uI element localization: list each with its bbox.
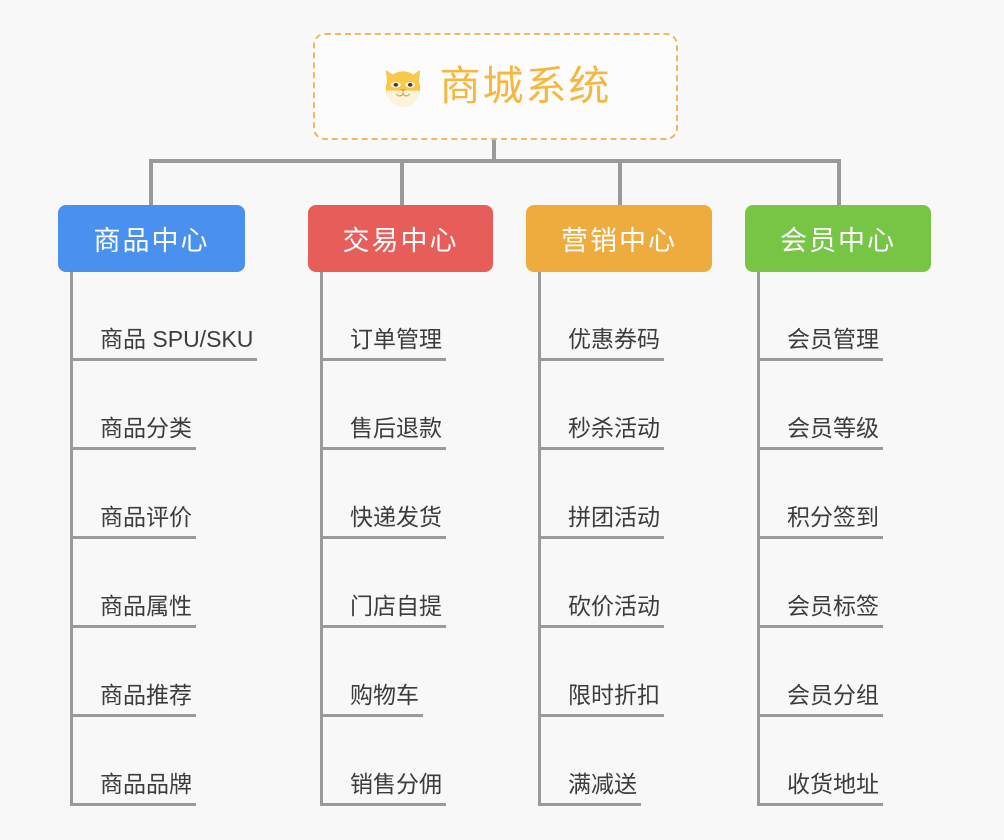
branch-trunk-2: [320, 272, 323, 806]
leaf-label: 商品评价: [70, 504, 196, 539]
branch-trunk-4: [757, 272, 760, 806]
leaf-label: 优惠券码: [538, 326, 664, 361]
leaf-label: 满减送: [538, 771, 641, 806]
root-node[interactable]: 商城系统: [313, 33, 678, 140]
leaf-label: 购物车: [320, 682, 423, 717]
connector-horizontal-bus: [149, 159, 841, 163]
leaf-list-4: 会员管理 会员等级 积分签到 会员标签 会员分组 收货地址: [757, 272, 883, 806]
branch-header-2[interactable]: 交易中心: [308, 205, 493, 272]
leaf-label: 秒杀活动: [538, 415, 664, 450]
leaf-label: 拼团活动: [538, 504, 664, 539]
connector-drop-2: [400, 159, 404, 205]
leaf-label: 会员管理: [757, 326, 883, 361]
leaf-list-2: 订单管理 售后退款 快递发货 门店自提 购物车 销售分佣: [320, 272, 446, 806]
branch-trunk-3: [538, 272, 541, 806]
list-item[interactable]: 积分签到: [757, 450, 883, 539]
list-item[interactable]: 商品品牌: [70, 717, 257, 806]
leaf-label: 限时折扣: [538, 682, 664, 717]
list-item[interactable]: 商品属性: [70, 539, 257, 628]
leaf-label: 会员等级: [757, 415, 883, 450]
list-item[interactable]: 购物车: [320, 628, 446, 717]
list-item[interactable]: 快递发货: [320, 450, 446, 539]
branch-header-4[interactable]: 会员中心: [745, 205, 931, 272]
branch-header-label-1: 商品中心: [93, 226, 210, 256]
list-item[interactable]: 收货地址: [757, 717, 883, 806]
leaf-label: 会员标签: [757, 593, 883, 628]
list-item[interactable]: 销售分佣: [320, 717, 446, 806]
leaf-label: 售后退款: [320, 415, 446, 450]
list-item[interactable]: 订单管理: [320, 272, 446, 361]
leaf-label: 商品分类: [70, 415, 196, 450]
list-item[interactable]: 砍价活动: [538, 539, 664, 628]
leaf-list-1: 商品 SPU/SKU 商品分类 商品评价 商品属性 商品推荐 商品品牌: [70, 272, 258, 806]
list-item[interactable]: 会员管理: [757, 272, 883, 361]
leaf-label: 会员分组: [757, 682, 883, 717]
leaf-label: 积分签到: [757, 504, 883, 539]
list-item[interactable]: 限时折扣: [538, 628, 664, 717]
list-item[interactable]: 会员等级: [757, 361, 883, 450]
branch-header-label-3: 营销中心: [561, 226, 677, 256]
branch-header-3[interactable]: 营销中心: [526, 205, 712, 272]
connector-drop-1: [149, 159, 153, 205]
list-item[interactable]: 满减送: [538, 717, 664, 806]
leaf-label: 订单管理: [320, 326, 446, 361]
branch-header-label-4: 会员中心: [780, 226, 896, 256]
connector-root-stem: [492, 140, 496, 163]
leaf-label: 商品属性: [70, 593, 196, 628]
connector-drop-4: [837, 159, 841, 205]
leaf-label: 门店自提: [320, 593, 446, 628]
leaf-label: 商品推荐: [70, 682, 196, 717]
list-item[interactable]: 秒杀活动: [538, 361, 664, 450]
list-item[interactable]: 商品评价: [70, 450, 257, 539]
root-label: 商城系统: [439, 63, 612, 109]
branch-header-1[interactable]: 商品中心: [58, 205, 245, 272]
branch-header-label-2: 交易中心: [342, 226, 459, 256]
list-item[interactable]: 门店自提: [320, 539, 446, 628]
shiba-dog-face-icon: [380, 64, 426, 110]
leaf-label: 砍价活动: [538, 593, 664, 628]
list-item[interactable]: 商品 SPU/SKU: [70, 272, 258, 361]
connector-drop-3: [618, 159, 622, 205]
list-item[interactable]: 售后退款: [320, 361, 446, 450]
leaf-list-3: 优惠券码 秒杀活动 拼团活动 砍价活动 限时折扣 满减送: [538, 272, 664, 806]
list-item[interactable]: 商品分类: [70, 361, 257, 450]
list-item[interactable]: 优惠券码: [538, 272, 664, 361]
list-item[interactable]: 商品推荐: [70, 628, 257, 717]
leaf-label: 商品 SPU/SKU: [70, 326, 258, 361]
leaf-label: 收货地址: [757, 771, 883, 806]
list-item[interactable]: 会员分组: [757, 628, 883, 717]
branch-trunk-1: [70, 272, 73, 806]
leaf-label: 商品品牌: [70, 771, 196, 806]
list-item[interactable]: 会员标签: [757, 539, 883, 628]
list-item[interactable]: 拼团活动: [538, 450, 664, 539]
leaf-label: 快递发货: [320, 504, 446, 539]
leaf-label: 销售分佣: [320, 771, 446, 806]
